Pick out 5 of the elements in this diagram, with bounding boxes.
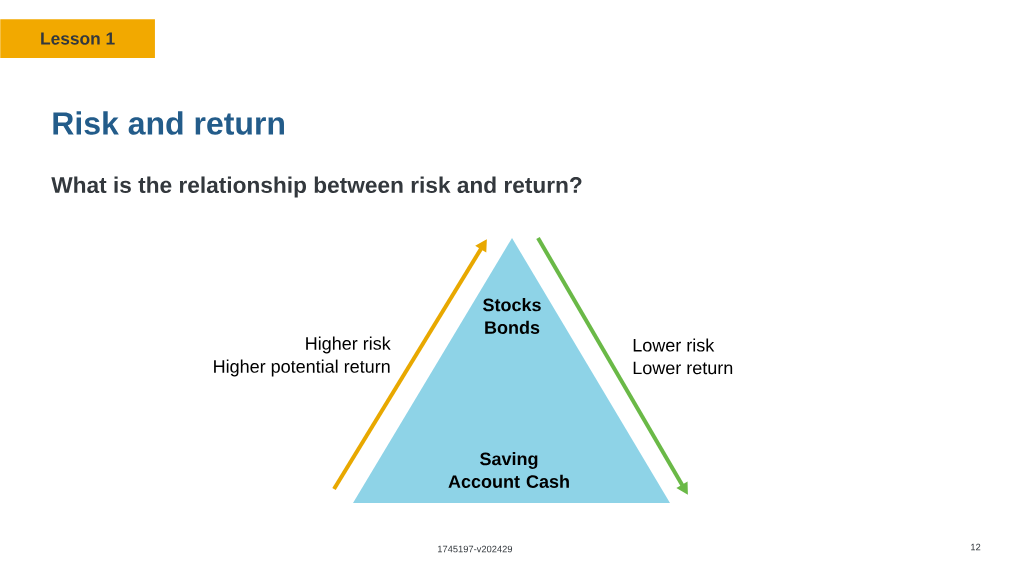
title: Risk and return xyxy=(53,111,284,135)
page-number: 12 xyxy=(971,543,981,551)
question: What is the relationship between risk and return? xyxy=(51,176,582,198)
lesson-tag: Lesson 1 xyxy=(0,19,155,58)
document-code: 1745197-v202429 xyxy=(438,545,513,553)
